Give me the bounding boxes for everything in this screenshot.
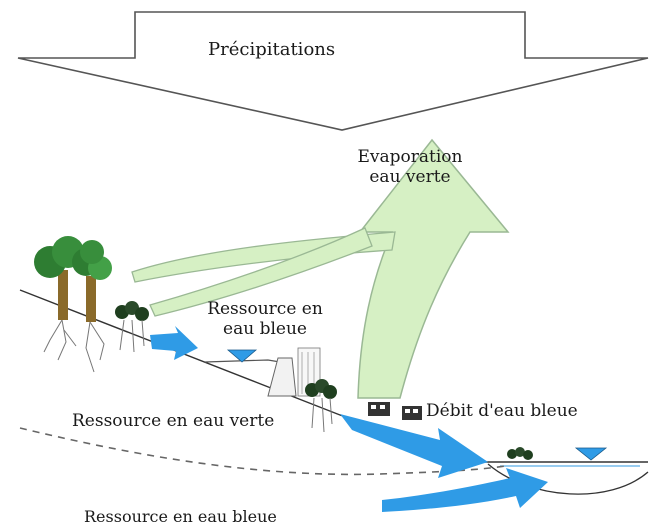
blue-flow-label: Débit d'eau bleue bbox=[426, 401, 578, 421]
evaporation-label: Evaporation eau verte bbox=[340, 147, 480, 187]
blue-flow-arrow bbox=[340, 414, 488, 478]
shrub-icon-middle bbox=[305, 379, 337, 433]
green-resource-soil-label: Ressource en eau verte bbox=[72, 411, 275, 431]
groundwater-arrow bbox=[382, 468, 548, 512]
surface-runoff-arrow bbox=[150, 326, 198, 360]
precipitation-arrow bbox=[17, 11, 649, 131]
blue-resource-surface-label: Ressource en eau bleue bbox=[190, 299, 340, 339]
precipitation-label: Précipitations bbox=[208, 39, 336, 60]
evaporation-label-line2: eau verte bbox=[369, 166, 451, 187]
blue-resource-surface-line2: eau bleue bbox=[223, 318, 307, 339]
evaporation-arrow-main bbox=[357, 138, 510, 399]
reservoir bbox=[204, 359, 281, 363]
evaporation-arrow-branch-middle bbox=[149, 227, 373, 317]
water-level-icon-lake bbox=[574, 447, 608, 461]
evaporation-label-line1: Evaporation bbox=[357, 147, 463, 167]
water-level-icon bbox=[226, 349, 258, 363]
groundwater-dashed-line bbox=[19, 427, 506, 476]
roots bbox=[43, 319, 105, 373]
building-icon bbox=[368, 402, 422, 420]
shrub-icon-lake bbox=[507, 447, 533, 460]
tree-icon bbox=[34, 236, 112, 322]
blue-resource-surface-line1: Ressource en bbox=[207, 299, 323, 319]
lake-basin bbox=[487, 463, 649, 495]
shrub-icon bbox=[115, 301, 149, 353]
blue-resource-ground-label: Ressource en eau bleue bbox=[84, 507, 277, 526]
